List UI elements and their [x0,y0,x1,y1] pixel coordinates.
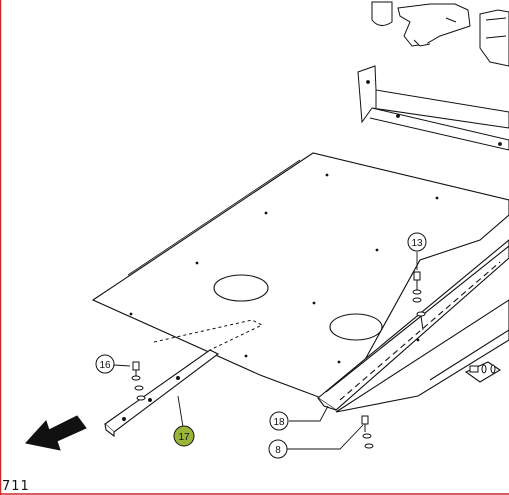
fastener-stack-8 [361,415,374,449]
arrow-down-left-icon [25,415,87,451]
rear-assembly [371,1,509,67]
fastener-stack-13 [412,271,426,331]
dashed-strip [153,319,264,351]
callout-8-label: 8 [275,445,281,456]
callout-16-label: 16 [99,360,111,371]
callout-18: 18 [269,411,289,431]
floor-plate [91,152,509,406]
cross-beam [357,65,509,151]
callout-17-label: 17 [178,432,190,443]
leader-lines [113,252,418,450]
plate-hole-right [329,313,383,341]
callout-13-label: 13 [411,238,423,249]
callout-16: 16 [95,354,115,374]
callout-8: 8 [268,439,288,459]
callout-18-label: 18 [273,417,285,428]
fastener-stack-16 [131,361,146,401]
callout-17: 17 [173,425,195,447]
fastener-side [469,364,496,374]
part-18-rail [317,239,509,411]
page-number: 711 [2,479,30,494]
callout-13: 13 [407,232,427,252]
part-17-strip [104,349,220,438]
plate-hole-left [213,274,269,302]
